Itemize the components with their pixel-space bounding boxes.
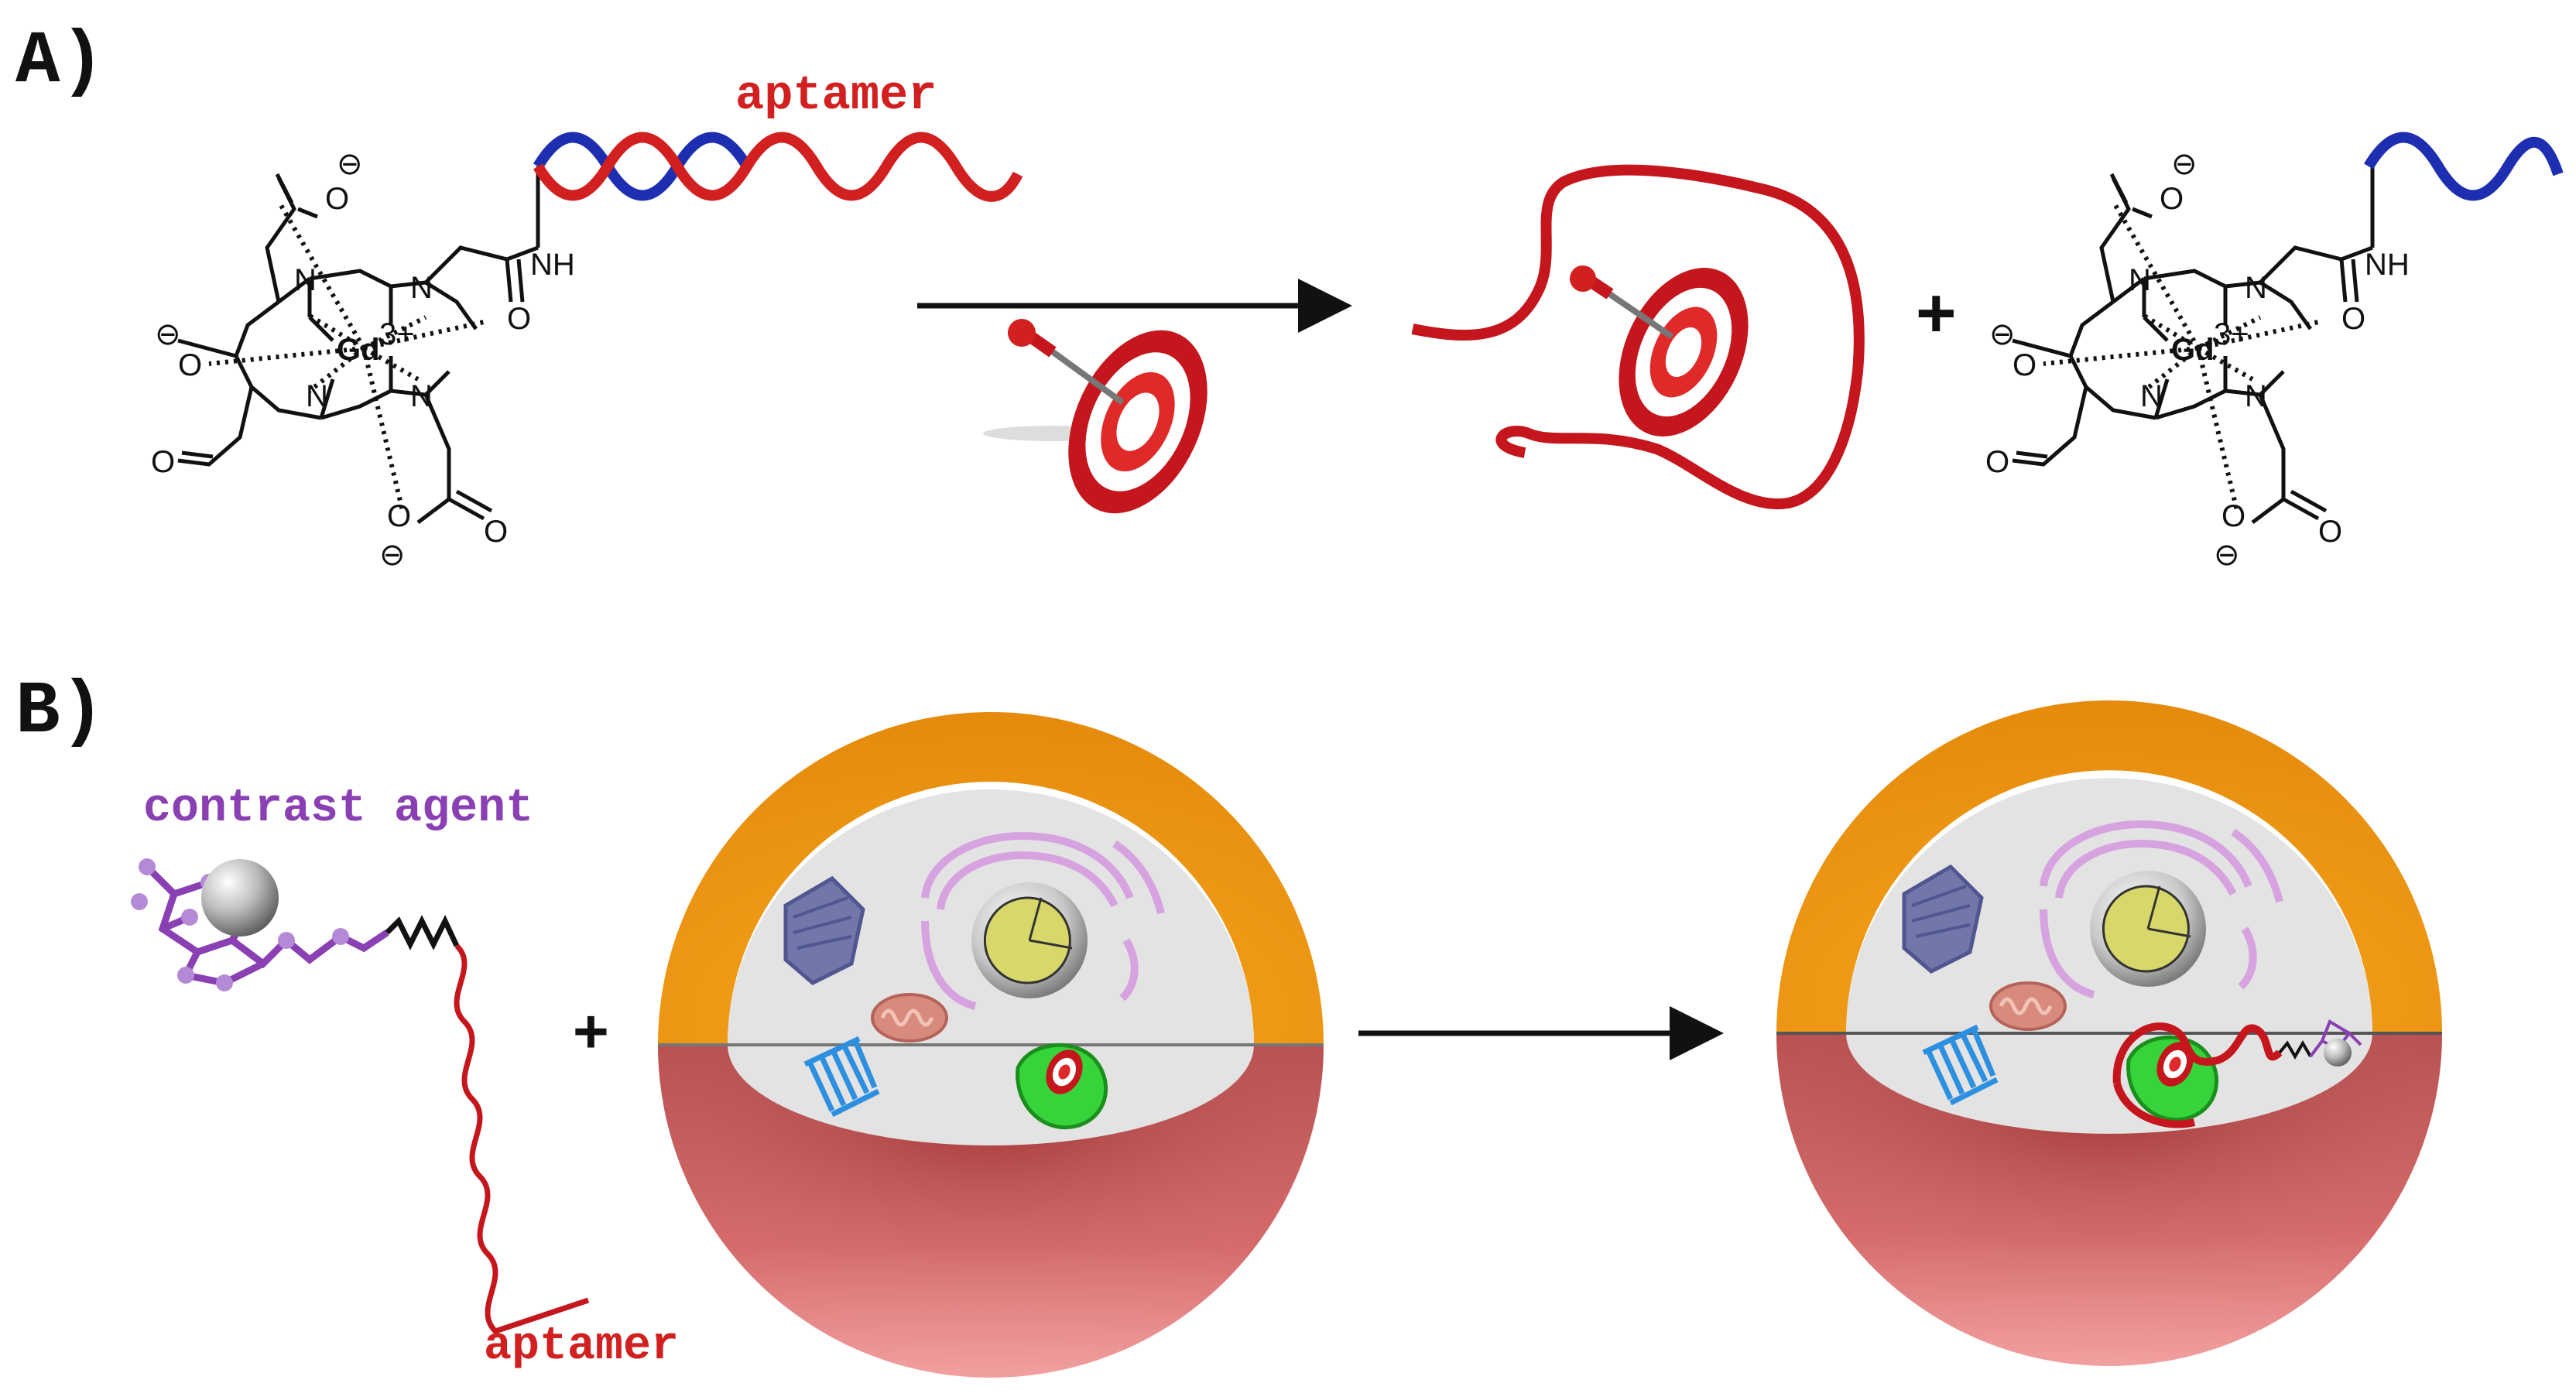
mitochondrion-icon: [871, 993, 948, 1043]
target-receptor-icon: [1016, 1043, 1108, 1130]
aptamer-label-a: aptamer: [735, 68, 937, 123]
o-label-r3: O: [2012, 348, 2036, 382]
minus-sign-r1: ⊖: [2171, 147, 2197, 181]
aptamer-strand-b: [454, 943, 590, 1335]
minus-sign-2: ⊖: [155, 317, 181, 351]
gd-charge-right: 3+: [2214, 317, 2249, 351]
minus-sign-r3: ⊖: [2214, 538, 2240, 572]
endoplasmic-reticulum-icon: [921, 831, 1165, 1010]
bound-target-receptor-icon: [2112, 1019, 2362, 1128]
centriole-icon: [803, 1036, 880, 1118]
aptamer-bound-target: [1411, 164, 1865, 510]
minus-sign-r2: ⊖: [1989, 317, 2016, 351]
o-label-6: O: [484, 515, 508, 549]
cell-before: [658, 712, 1324, 1378]
n-label-r1: N: [2129, 263, 2151, 297]
o-label-r2: O: [2341, 302, 2365, 336]
target-with-dart: [983, 319, 1208, 514]
golgi-icon-2: [1902, 864, 1984, 974]
contrast-agent-molecule: [131, 858, 460, 991]
mitochondrion-icon-2: [1989, 981, 2067, 1031]
o-label-1: O: [325, 182, 349, 216]
nh-label: NH: [530, 248, 575, 282]
centriole-icon-2: [1922, 1024, 1999, 1106]
minus-sign-3: ⊖: [379, 538, 406, 572]
contrast-agent-label: contrast agent: [143, 782, 533, 835]
nh-label-right: NH: [2365, 248, 2410, 282]
golgi-icon: [783, 875, 865, 985]
o-label-3: O: [178, 348, 202, 382]
gd-label: Gd: [337, 333, 380, 367]
aptamer-label-b: aptamer: [484, 1320, 679, 1373]
n-label-4: N: [410, 379, 433, 413]
dna-aptamer-duplex: [533, 132, 1023, 202]
endoplasmic-reticulum-icon-2: [2040, 820, 2283, 998]
o-label-r4: O: [1985, 445, 2009, 479]
n-label-3: N: [306, 379, 328, 413]
n-label-1: N: [294, 263, 317, 297]
gd-complex-right: Gd 3+ N N N N O O O O O O NH ⊖ ⊖ ⊖: [1985, 147, 2410, 572]
cell-after: [1776, 700, 2442, 1366]
n-label-r3: N: [2140, 379, 2163, 413]
o-label-r5: O: [2221, 499, 2245, 533]
o-label-2: O: [507, 302, 531, 336]
gd-charge: 3+: [379, 317, 415, 351]
minus-sign-1: ⊖: [337, 147, 363, 181]
o-label-r6: O: [2318, 515, 2342, 549]
plus-sign-b: +: [573, 997, 609, 1066]
panel-a-label: A): [15, 19, 104, 104]
o-label-5: O: [387, 499, 411, 533]
o-label-r1: O: [2160, 182, 2184, 216]
n-label-r2: N: [2245, 271, 2267, 305]
plus-sign-a: +: [1916, 275, 1957, 352]
n-label-2: N: [410, 271, 433, 305]
gd-sphere: [201, 859, 279, 936]
o-label-4: O: [151, 445, 175, 479]
n-label-r4: N: [2245, 379, 2267, 413]
panel-b-label: B): [15, 669, 104, 754]
released-dna-strand: [2363, 132, 2564, 201]
gd-label-right: Gd: [2171, 333, 2215, 367]
gd-complex-left: Gd 3+ N N N N O O O O O O NH ⊖ ⊖ ⊖: [151, 147, 575, 572]
